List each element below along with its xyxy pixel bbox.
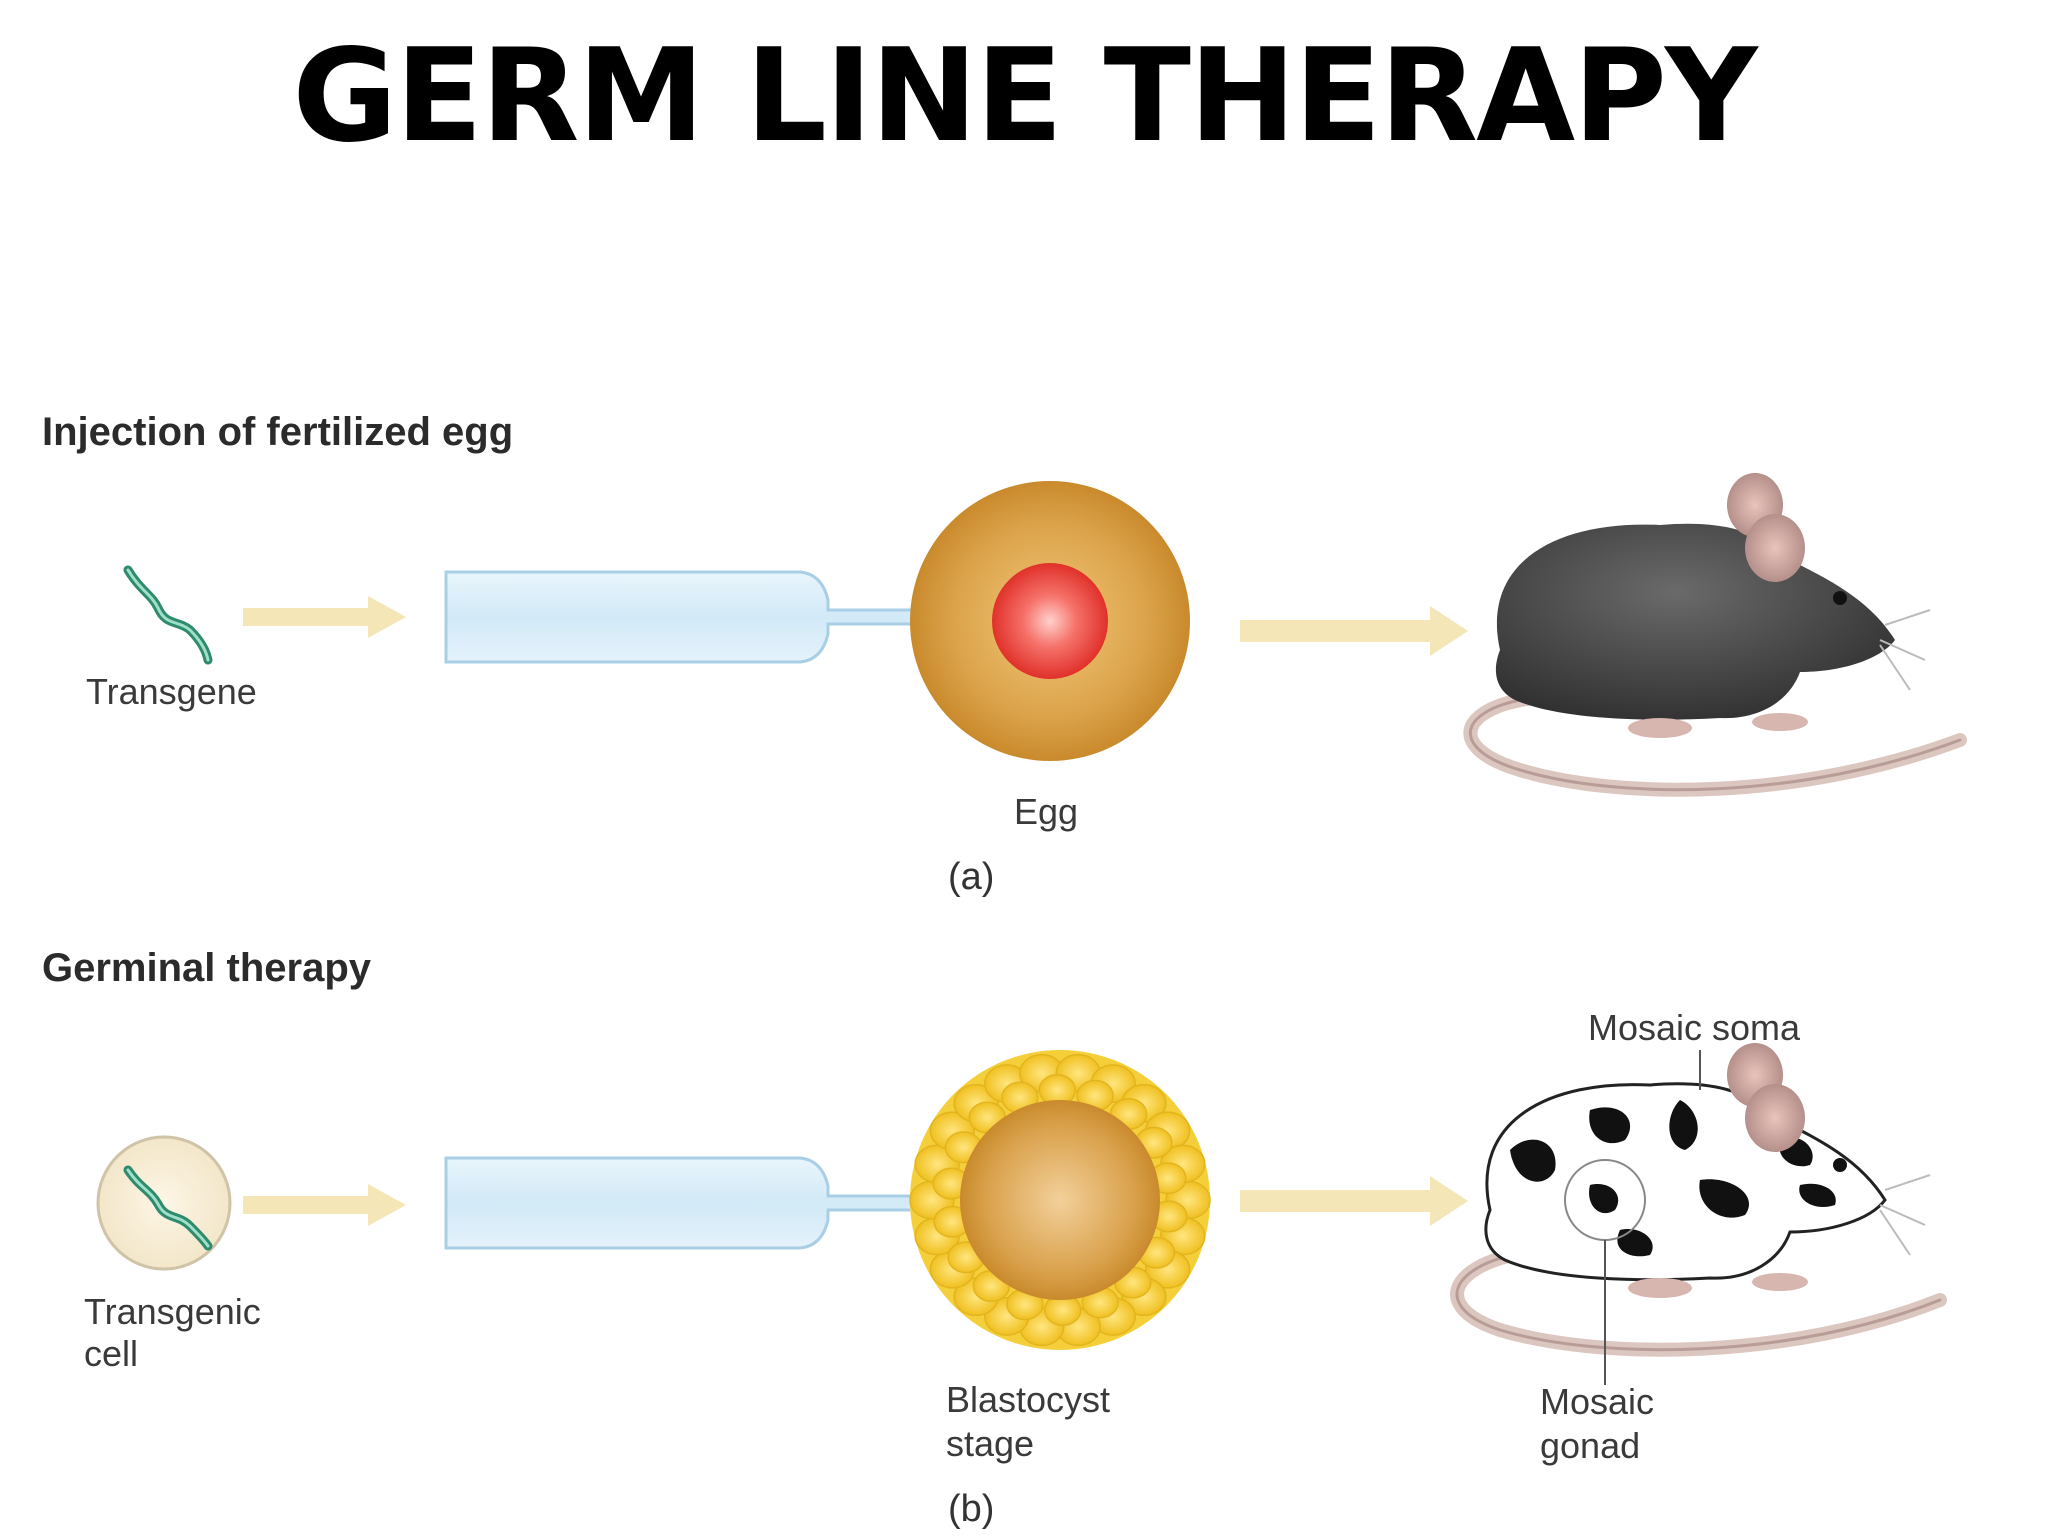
blastocyst-label-line1: Blastocyst	[946, 1379, 1111, 1420]
right-arrow-icon	[1240, 606, 1468, 656]
panel-a-heading: Injection of fertilized egg	[42, 410, 514, 454]
transgene-label: Transgene	[86, 671, 257, 712]
blastocyst-label-line2: stage	[946, 1423, 1035, 1464]
mosaic-gonad-label-line2: gonad	[1540, 1425, 1641, 1466]
mosaic-soma-label: Mosaic soma	[1588, 1007, 1801, 1048]
panel-b-part-label: (b)	[948, 1488, 995, 1530]
transgenic-cell-label-line1: Transgenic	[84, 1291, 261, 1332]
right-arrow-icon	[1240, 1176, 1468, 1226]
mosaic-mouse-icon	[1450, 1043, 1947, 1385]
mouse-icon	[1463, 473, 1967, 797]
egg-label: Egg	[1014, 791, 1079, 832]
transgenic-cell-label-line2: cell	[84, 1333, 139, 1374]
mosaic-gonad-label-line1: Mosaic	[1540, 1381, 1655, 1422]
right-arrow-icon	[243, 1184, 406, 1226]
transgenic-cell-icon	[96, 1135, 232, 1271]
page-title: GERM LINE THERAPY	[292, 22, 1757, 171]
panel-b-heading: Germinal therapy	[42, 946, 372, 990]
panel-a-part-label: (a)	[948, 856, 995, 898]
right-arrow-icon	[243, 596, 406, 638]
dna-strand-icon	[123, 565, 213, 665]
fertilized-egg-icon	[910, 481, 1190, 761]
blastocyst-icon	[909, 1050, 1211, 1350]
